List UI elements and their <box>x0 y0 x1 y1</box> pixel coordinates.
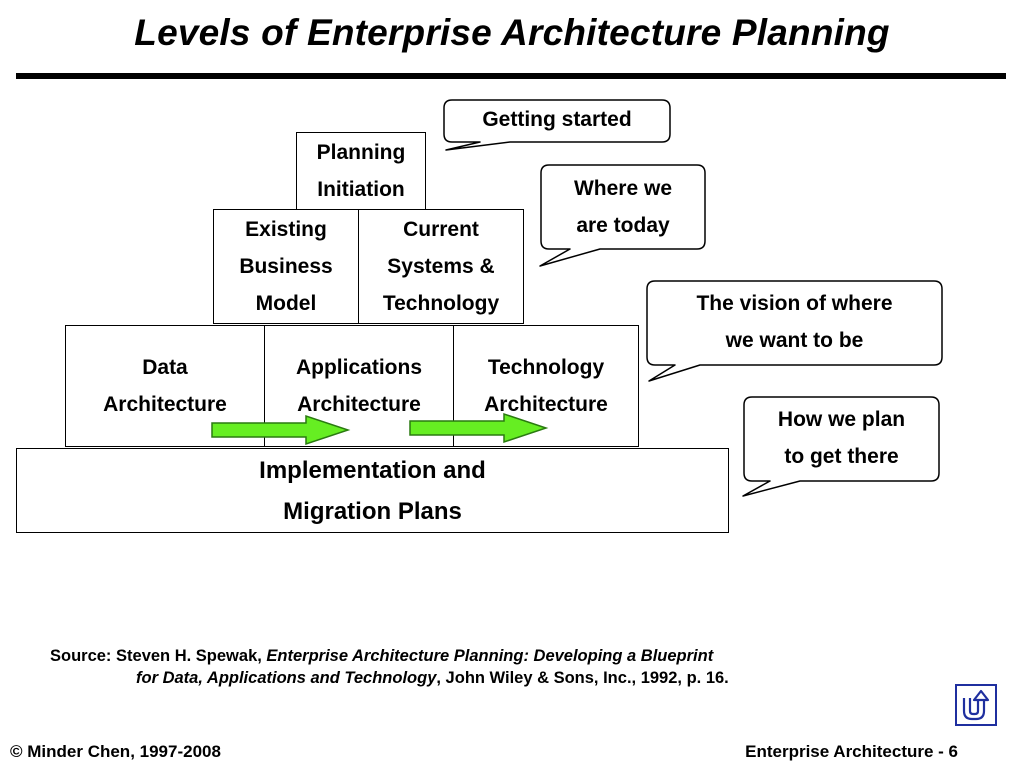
arrow-applications-to-technology-icon <box>409 412 549 444</box>
callout-vision: The vision of where we want to be <box>696 292 893 352</box>
box-implementation-migration-plans: Implementation and Migration Plans <box>16 448 729 533</box>
box-existing-business-model: Existing Business Model <box>213 209 359 324</box>
arrow-data-to-applications-icon <box>211 414 351 446</box>
slide-title: Levels of Enterprise Architecture Planni… <box>134 12 890 53</box>
bubble-getting-started <box>443 99 671 151</box>
return-nav-button[interactable] <box>955 684 997 726</box>
source-suffix: , John Wiley & Sons, Inc., 1992, p. 16. <box>436 669 729 687</box>
return-arrow-icon <box>962 689 990 721</box>
box-current-systems-technology: Current Systems & Technology <box>358 209 524 324</box>
footer-copyright: © Minder Chen, 1997-2008 <box>10 742 221 761</box>
source-prefix: Source: Steven H. Spewak, <box>50 647 267 665</box>
footer-page-label: Enterprise Architecture - 6 <box>745 742 958 761</box>
source-book-title-1: Enterprise Architecture Planning: Develo… <box>266 647 714 665</box>
callout-where-we-are-today: Where we are today <box>573 177 673 237</box>
box-planning-initiation: Planning Initiation <box>296 132 426 210</box>
callout-getting-started: Getting started <box>482 108 632 131</box>
bubble-how-we-plan <box>742 396 940 497</box>
title-rule <box>16 73 1006 79</box>
callout-how-we-plan: How we plan to get there <box>777 408 906 468</box>
bubble-vision <box>646 280 943 382</box>
source-citation: Source: Steven H. Spewak, Enterprise Arc… <box>50 645 870 689</box>
bubble-where-we-are <box>539 164 706 267</box>
source-book-title-2: for Data, Applications and Technology <box>136 669 437 687</box>
